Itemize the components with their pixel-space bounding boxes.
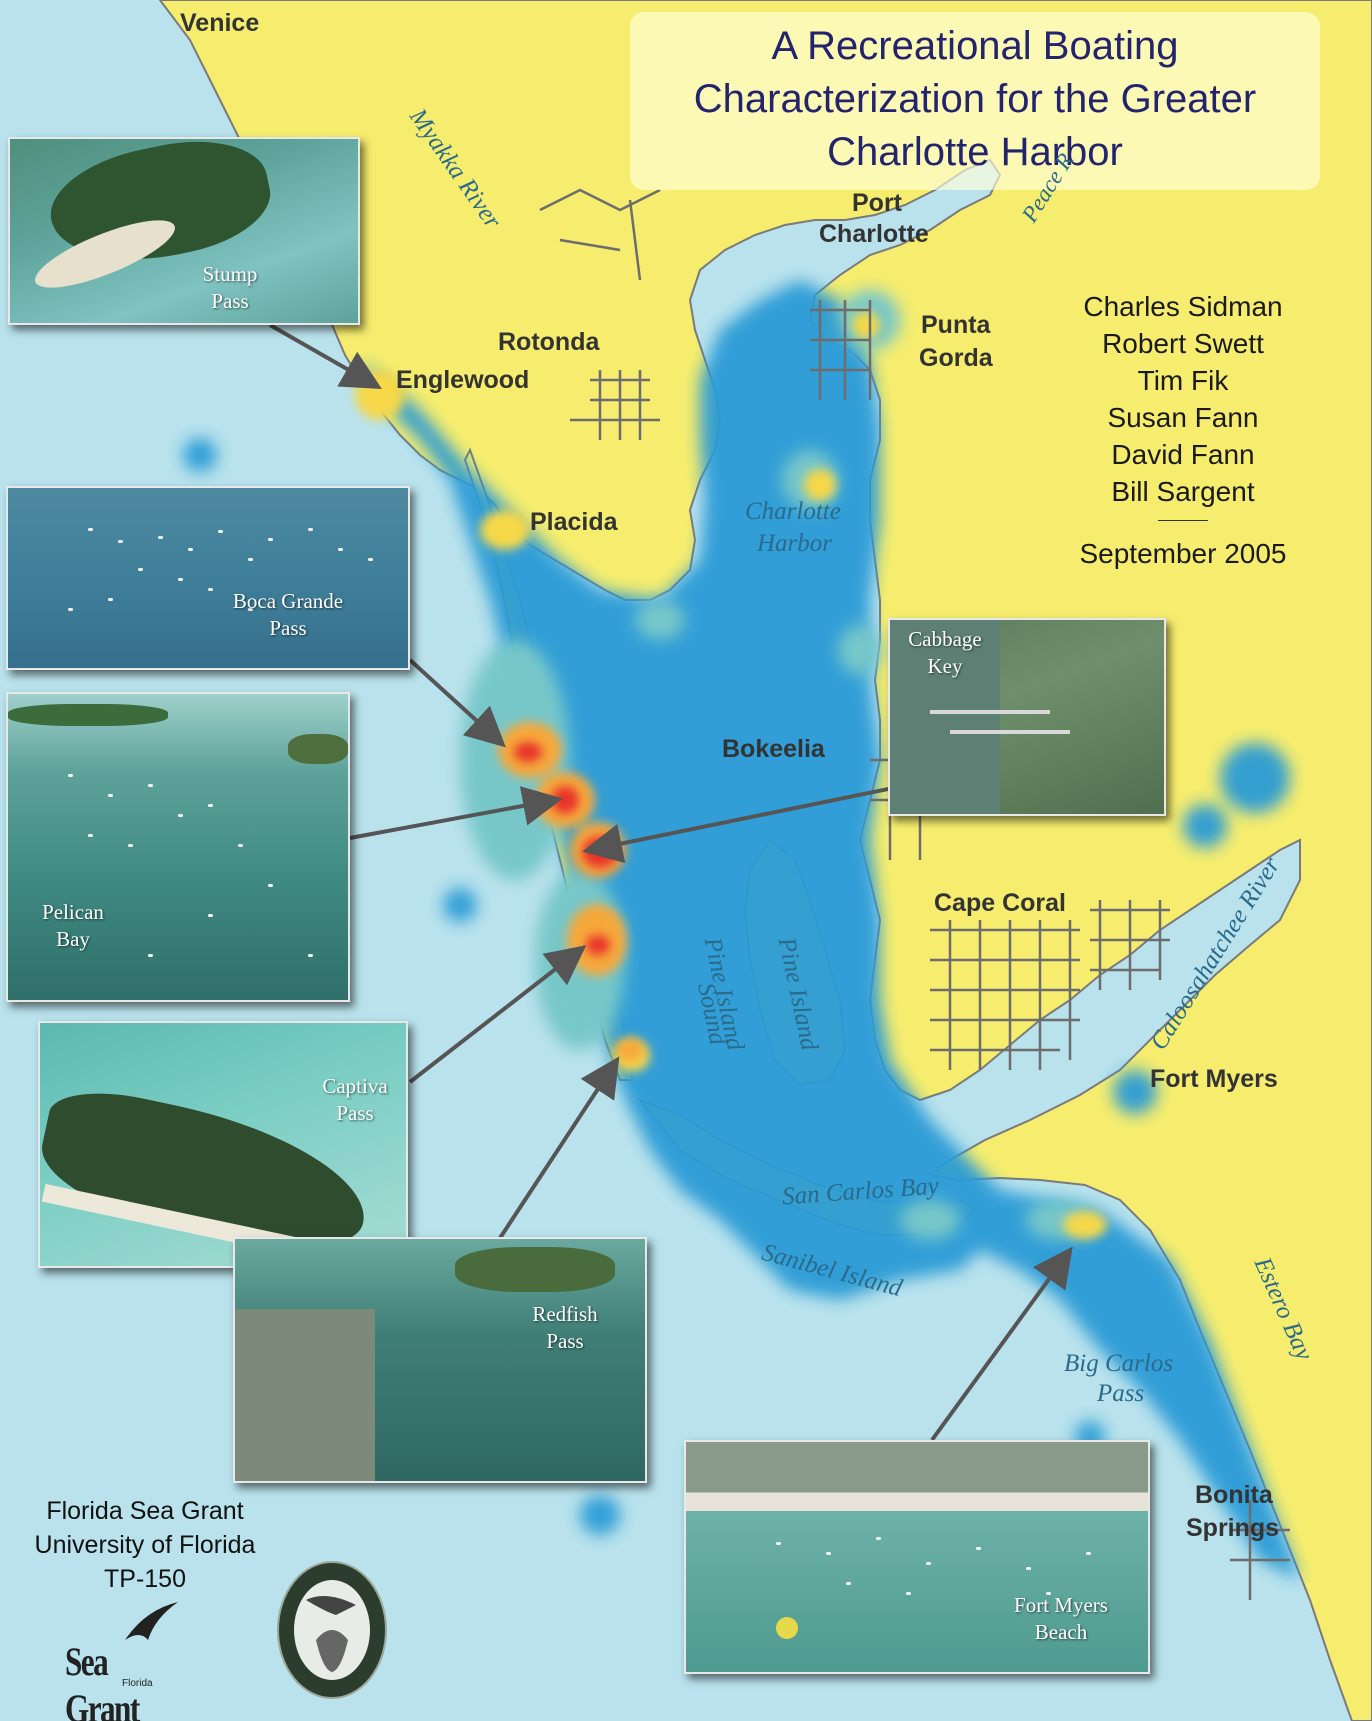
caption-line-1: Fort Myers xyxy=(1014,1593,1108,1617)
place-port-charlotte-line-2: Charlotte xyxy=(819,220,929,248)
photo-cabbage-key: Cabbage Key xyxy=(888,618,1166,816)
photo-caption: Boca Grande Pass xyxy=(218,588,358,642)
photo-water xyxy=(890,620,1000,814)
author-name: Bill Sargent xyxy=(1111,476,1255,507)
place-punta-gorda-line-2: Gorda xyxy=(919,344,993,372)
arrow-stump-pass xyxy=(269,323,382,389)
caption-line-2: Beach xyxy=(1034,1620,1088,1644)
credit-line-3: TP-150 xyxy=(104,1565,186,1593)
arrow-captiva-pass xyxy=(408,945,587,1084)
credit-line-1: Florida Sea Grant xyxy=(46,1497,244,1525)
arrow-pelican-bay xyxy=(349,786,563,840)
author-name: Susan Fann xyxy=(1107,402,1259,433)
place-fort-myers: Fort Myers xyxy=(1150,1065,1278,1093)
label-big-carlos-pass-line-1: Big Carlos xyxy=(1064,1350,1174,1377)
author-name: Tim Fik xyxy=(1137,365,1229,396)
photo-pelican-bay: Pelican Bay xyxy=(6,692,350,1002)
place-port-charlotte-line-1: Port xyxy=(852,189,902,217)
fwc-seal-icon xyxy=(277,1561,387,1699)
author-name: Robert Swett xyxy=(1102,328,1264,359)
photo-captiva-pass: Captiva Pass xyxy=(38,1021,408,1268)
place-placida: Placida xyxy=(530,508,618,536)
photo-dock xyxy=(950,730,1070,734)
photo-island xyxy=(455,1247,615,1292)
place-venice: Venice xyxy=(180,9,260,37)
caption-line-2: Pass xyxy=(336,1101,374,1125)
photo-parasail xyxy=(776,1617,798,1639)
author-list: Charles Sidman Robert Swett Tim Fik Susa… xyxy=(1048,288,1318,572)
caption-line-2: Pass xyxy=(211,289,249,313)
photo-caption: Pelican Bay xyxy=(28,899,118,953)
label-charlotte-harbor-line-2: Harbor xyxy=(757,530,833,557)
sea-grant-logo: Sea Grant Florida xyxy=(60,1600,210,1721)
photo-boca-grande-pass: Boca Grande Pass xyxy=(6,486,410,670)
caption-line-1: Boca Grande xyxy=(232,589,344,613)
divider xyxy=(1158,520,1208,521)
caption-line-2: Bay xyxy=(56,927,90,951)
arrow-boca-grande-pass xyxy=(408,658,506,748)
caption-line-1: Stump xyxy=(202,262,258,286)
title-line-3: Charlotte Harbor xyxy=(827,130,1123,174)
sea-grant-sub: Florida xyxy=(122,1678,153,1689)
photo-caption: Cabbage Key xyxy=(895,626,995,680)
arrow-fort-myers-beach xyxy=(930,1246,1073,1442)
fwc-seal xyxy=(276,1560,388,1700)
caption-line-2: Pass xyxy=(269,616,307,640)
label-big-carlos-pass-line-2: Pass xyxy=(1097,1380,1145,1407)
title-line-2: Characterization for the Greater xyxy=(693,77,1257,121)
author-name: Charles Sidman xyxy=(1083,291,1283,322)
arrow-redfish-pass xyxy=(498,1056,620,1240)
caption-line-1: Redfish xyxy=(532,1302,598,1326)
photo-redfish-pass: Redfish Pass xyxy=(233,1237,647,1483)
photo-caption: Captiva Pass xyxy=(310,1073,400,1127)
credit-line-2: University of Florida xyxy=(34,1531,256,1559)
place-bonita-springs-line-2: Springs xyxy=(1186,1514,1280,1542)
sea-grant-wordmark: Sea Grant xyxy=(65,1639,140,1721)
photo-buildings xyxy=(235,1309,375,1481)
author-name: David Fann xyxy=(1111,439,1255,470)
label-charlotte-harbor-line-1: Charlotte xyxy=(745,498,841,525)
place-rotonda: Rotonda xyxy=(498,328,600,356)
place-bonita-springs-line-1: Bonita xyxy=(1195,1481,1273,1509)
caption-line-1: Captiva xyxy=(322,1074,388,1098)
photo-shoreline xyxy=(288,734,348,764)
photo-dock xyxy=(930,710,1050,714)
place-cape-coral: Cape Coral xyxy=(934,889,1066,917)
gull-icon xyxy=(125,1602,178,1640)
map-title: A Recreational Boating Characterization … xyxy=(630,20,1320,179)
place-punta-gorda-line-1: Punta xyxy=(921,311,991,339)
arrow-cabbage-key xyxy=(582,786,894,864)
title-line-1: A Recreational Boating xyxy=(771,24,1179,68)
photo-caption: Stump Pass xyxy=(180,261,280,315)
caption-line-2: Pass xyxy=(546,1329,584,1353)
photo-caption: Redfish Pass xyxy=(515,1301,615,1355)
caption-line-2: Key xyxy=(927,654,963,678)
photo-shoreline xyxy=(8,704,168,726)
caption-line-1: Cabbage xyxy=(908,627,982,651)
photo-fort-myers-beach: Fort Myers Beach xyxy=(684,1440,1150,1674)
photo-stump-pass: Stump Pass xyxy=(8,137,360,325)
title-panel xyxy=(630,12,1320,190)
photo-caption: Fort Myers Beach xyxy=(1006,1592,1116,1646)
place-port-charlotte: Port xyxy=(852,189,902,218)
place-englewood: Englewood xyxy=(396,366,530,394)
place-bokeelia: Bokeelia xyxy=(722,735,825,763)
publication-date: September 2005 xyxy=(1079,538,1287,569)
publisher-credit: Florida Sea Grant University of Florida … xyxy=(0,1494,290,1596)
caption-line-1: Pelican xyxy=(42,900,104,924)
